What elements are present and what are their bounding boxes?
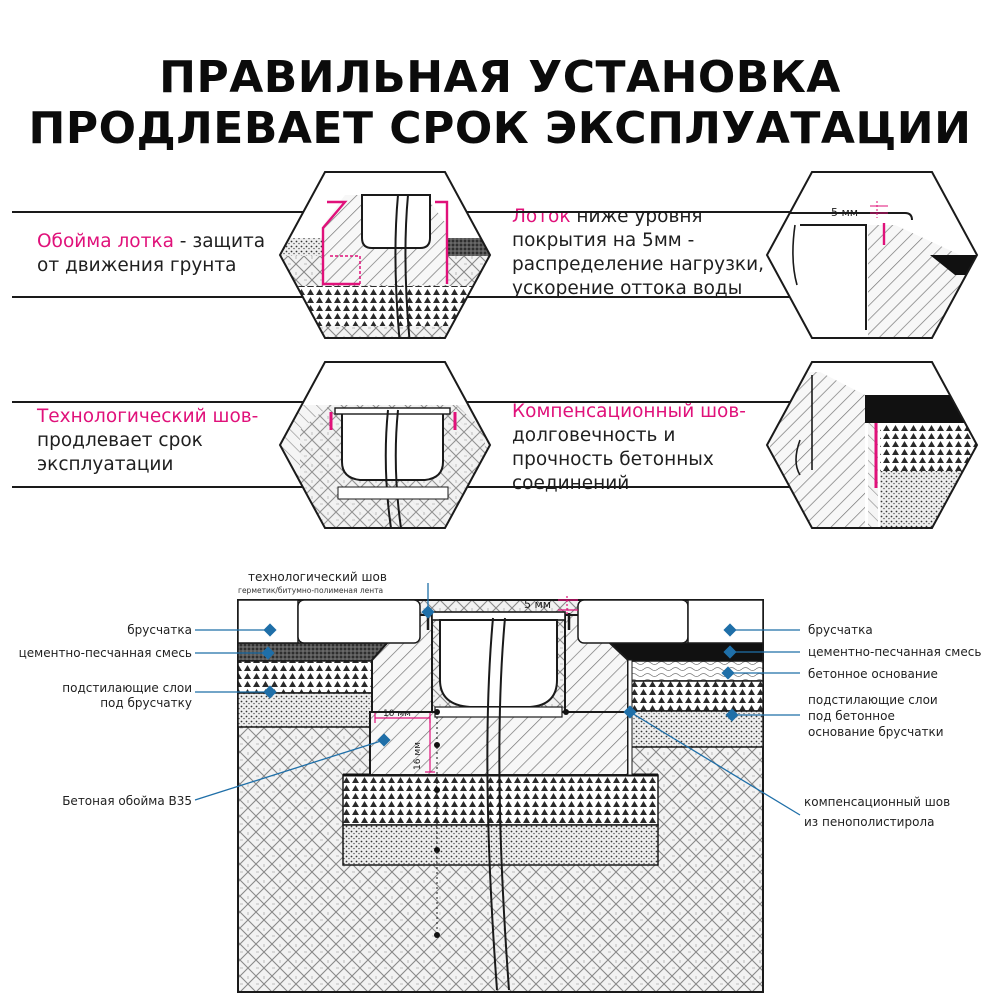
callout-tray-holder: Обойма лотка - защита от движения грунта xyxy=(37,230,265,278)
label-left-sublayers-2: под брусчатку xyxy=(100,696,192,710)
label-right-expansion-joint-1: компенсационный шов xyxy=(804,795,951,809)
callout-text: от движения грунта xyxy=(37,255,237,276)
callout-text: соединений xyxy=(512,473,630,494)
hex-detail-tray-holder xyxy=(280,172,490,338)
label-right-sublayers-3: основание брусчатки xyxy=(808,725,944,739)
hex-gap-label: 5 мм xyxy=(831,206,858,219)
callout-text: долговечность и xyxy=(512,425,676,446)
hex-frame xyxy=(278,171,492,339)
callout-text: - защита xyxy=(173,231,266,252)
dim-width-label: 10 мм xyxy=(383,709,411,719)
label-right-expansion-joint-2: из пенополистирола xyxy=(804,815,935,829)
callout-text: ускорение оттока воды xyxy=(512,278,743,299)
cross-section-drawing xyxy=(237,596,764,993)
dim-height-label: 16 мм xyxy=(413,742,423,770)
callout-accent: Обойма лотка xyxy=(37,231,174,252)
label-left-sand-mix: цементно-песчанная смесь xyxy=(18,646,192,660)
tech-seam-label: технологический шов xyxy=(248,570,387,584)
label-right-sand-mix: цементно-песчанная смесь xyxy=(808,645,982,659)
tech-seam-sublabel: герметик/битумно-полименая лента xyxy=(238,586,384,595)
callout-text: продлевает срок xyxy=(37,430,203,451)
hex-detail-tech-seam xyxy=(280,362,490,528)
label-left-concrete-holder: Бетоная обойма В35 xyxy=(62,794,192,808)
callout-expansion-joint: Компенсационный шов- долговечность и про… xyxy=(512,400,746,496)
callout-accent: Технологический шов- xyxy=(37,406,259,427)
callout-tech-seam: Технологический шов- продлевает срок экс… xyxy=(37,405,258,477)
hex-frame xyxy=(278,361,492,529)
callout-text: эксплуатации xyxy=(37,454,174,475)
hex-detail-expansion-joint xyxy=(767,362,977,528)
callout-accent: Компенсационный шов- xyxy=(512,401,746,422)
hex-frame xyxy=(765,361,979,529)
label-right-concrete-base: бетонное основание xyxy=(808,667,938,681)
label-right-sublayers-1: подстилающие слои xyxy=(808,693,938,707)
label-left-sublayers-1: подстилающие слои xyxy=(62,681,192,695)
page-title-line-2: ПРОДЛЕВАЕТ СРОК ЭКСПЛУАТАЦИИ xyxy=(28,103,972,154)
guide-lines xyxy=(12,211,790,488)
callout-text: распределение нагрузки, xyxy=(512,254,764,275)
label-left-paving: брусчатка xyxy=(127,623,192,637)
hex-detail-tray-level xyxy=(767,172,977,338)
hex-frame xyxy=(765,171,979,339)
leader-lines xyxy=(194,583,801,816)
callout-text: прочность бетонных xyxy=(512,449,714,470)
page-title-line-1: ПРАВИЛЬНАЯ УСТАНОВКА xyxy=(159,52,841,103)
callout-text: покрытия на 5мм - xyxy=(512,230,695,251)
label-right-sublayers-2: под бетонное xyxy=(808,709,895,723)
label-right-paving: брусчатка xyxy=(808,623,873,637)
gap-label: 5 мм xyxy=(524,598,551,611)
